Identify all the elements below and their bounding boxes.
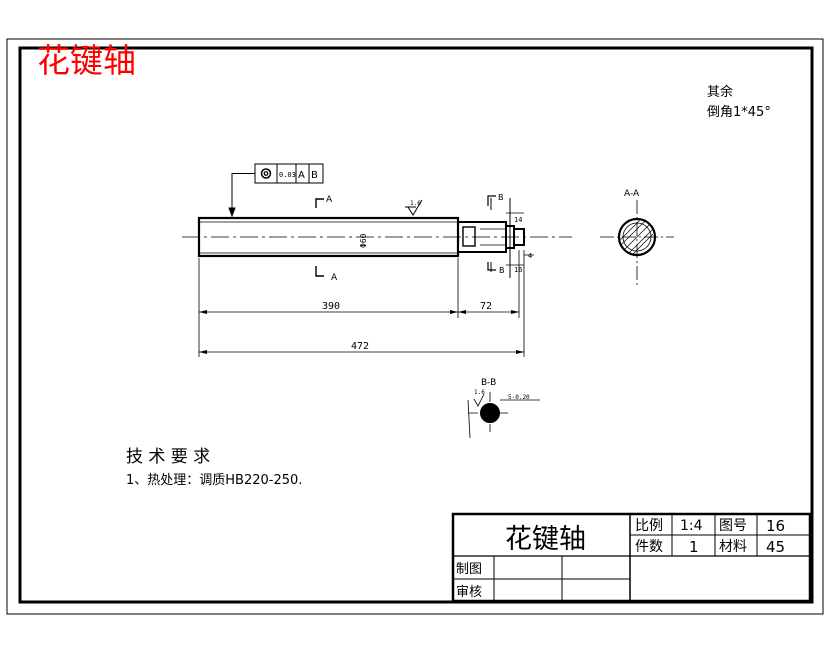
- bb-keyway-dim: 5-0.20: [508, 394, 530, 401]
- step-dim-2: 4: [528, 252, 532, 260]
- dimension-arrows: [199, 310, 524, 354]
- scale-value: 1:4: [680, 518, 703, 534]
- tech-req-heading: 技 术 要 求: [126, 447, 210, 467]
- cut-a-bottom-label: A: [331, 273, 338, 283]
- quantity-label: 件数: [635, 539, 663, 555]
- drawing-title: 花键轴: [37, 41, 136, 80]
- step-dim-1: 14: [514, 216, 522, 224]
- dimension-lines: [198, 250, 525, 357]
- concentricity-icon: [260, 168, 272, 179]
- step-dim-3: 16: [514, 266, 522, 274]
- checked-by-label: 审核: [456, 585, 482, 600]
- section-a-a-label: A-A: [624, 189, 640, 199]
- scale-label: 比例: [635, 518, 663, 534]
- drawing-no-label: 图号: [719, 518, 747, 534]
- material-label: 材料: [719, 539, 747, 555]
- drawing-no-value: 16: [766, 517, 785, 535]
- datum-a-label: A: [298, 170, 305, 181]
- quantity-value: 1: [689, 538, 699, 556]
- tolerance-frame: [228, 163, 324, 218]
- section-a-a-view: [600, 200, 674, 287]
- dim-472: 472: [351, 341, 369, 352]
- diameter-main-label: Φ60: [359, 233, 368, 248]
- sheet-outer-border: [6, 38, 824, 615]
- roughness-main-icon: [405, 199, 423, 216]
- chamfer-note: 倒角1*45°: [707, 105, 771, 120]
- shaft-main-view: [182, 198, 572, 278]
- section-b-b-label: B-B: [481, 378, 496, 388]
- datum-b-label: B: [311, 170, 318, 181]
- roughness-main-value: 1.6: [410, 200, 421, 207]
- cut-b-top-label: B: [498, 193, 504, 202]
- sheet-inner-border: [18, 46, 814, 604]
- cut-a-top-label: A: [326, 195, 333, 205]
- tech-req-item-1: 1、热处理：调质HB220-250.: [126, 473, 302, 488]
- remaining-surface-note: 其余: [707, 84, 733, 100]
- title-block-part-name: 花键轴: [505, 524, 586, 555]
- title-block: [451, 512, 812, 603]
- cut-b-marks: [487, 195, 496, 271]
- cut-b-bottom-label: B: [499, 266, 505, 275]
- material-value: 45: [766, 538, 785, 556]
- bb-roughness-value: 1.6: [474, 389, 485, 396]
- section-b-b-view: [467, 392, 540, 439]
- dim-72: 72: [480, 301, 492, 312]
- drawn-by-label: 制图: [456, 562, 482, 577]
- cut-a-marks: [315, 198, 324, 277]
- shaft-end: [513, 228, 525, 246]
- tolerance-value: 0.03: [279, 171, 296, 179]
- dim-390: 390: [322, 301, 340, 312]
